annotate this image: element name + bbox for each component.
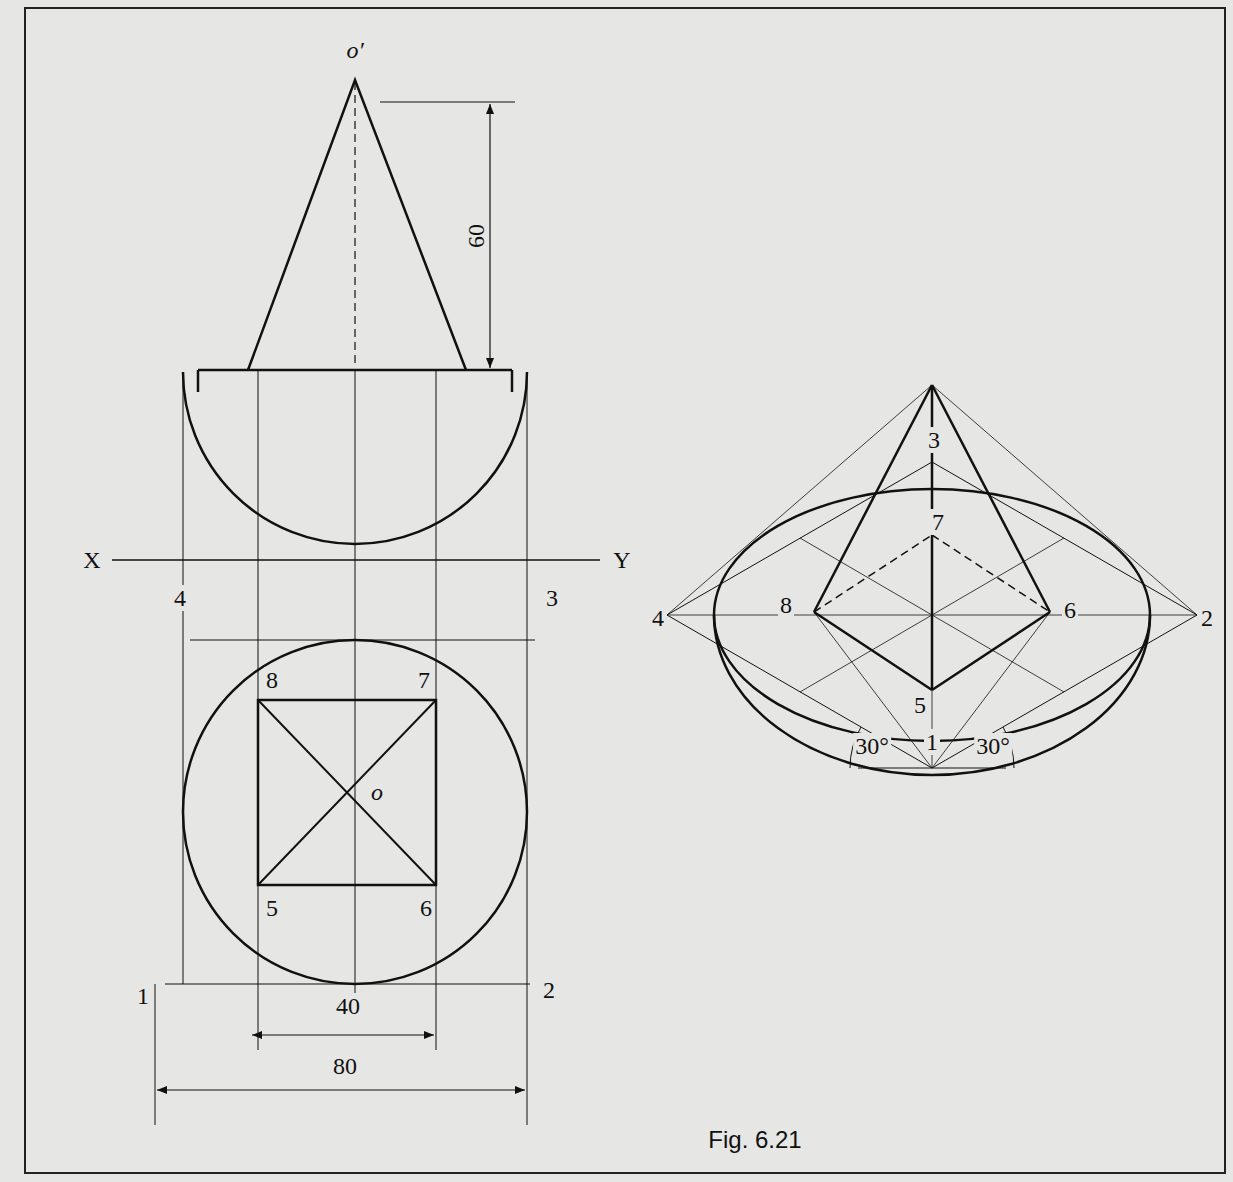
point-number: 5: [264, 895, 280, 921]
angle-label: 30°: [853, 733, 891, 759]
reference-line-label: Y: [611, 547, 632, 573]
point-number: 3: [926, 427, 942, 453]
figure-caption: Fig. 6.21: [708, 1126, 801, 1154]
point-number: 2: [541, 977, 557, 1003]
dimension: 60: [463, 222, 489, 250]
point-number: 4: [172, 585, 188, 611]
point-number: 8: [264, 667, 280, 693]
point-number: 1: [924, 729, 940, 755]
point-number: 5: [912, 692, 928, 718]
reference-line-label: X: [81, 547, 102, 573]
point-number: 8: [778, 592, 794, 618]
point-number: 7: [416, 667, 432, 693]
point-number: 7: [930, 509, 946, 535]
point-number: 2: [1199, 605, 1215, 631]
label-letter: o: [369, 779, 385, 805]
label-letter: o′: [344, 37, 365, 63]
point-number: 1: [135, 983, 151, 1009]
point-number: 6: [1062, 597, 1078, 623]
point-number: 4: [650, 605, 666, 631]
point-number: 6: [418, 895, 434, 921]
point-number: 3: [544, 585, 560, 611]
dimension: 40: [334, 993, 362, 1019]
angle-label: 30°: [974, 733, 1012, 759]
dimension: 80: [331, 1053, 359, 1079]
